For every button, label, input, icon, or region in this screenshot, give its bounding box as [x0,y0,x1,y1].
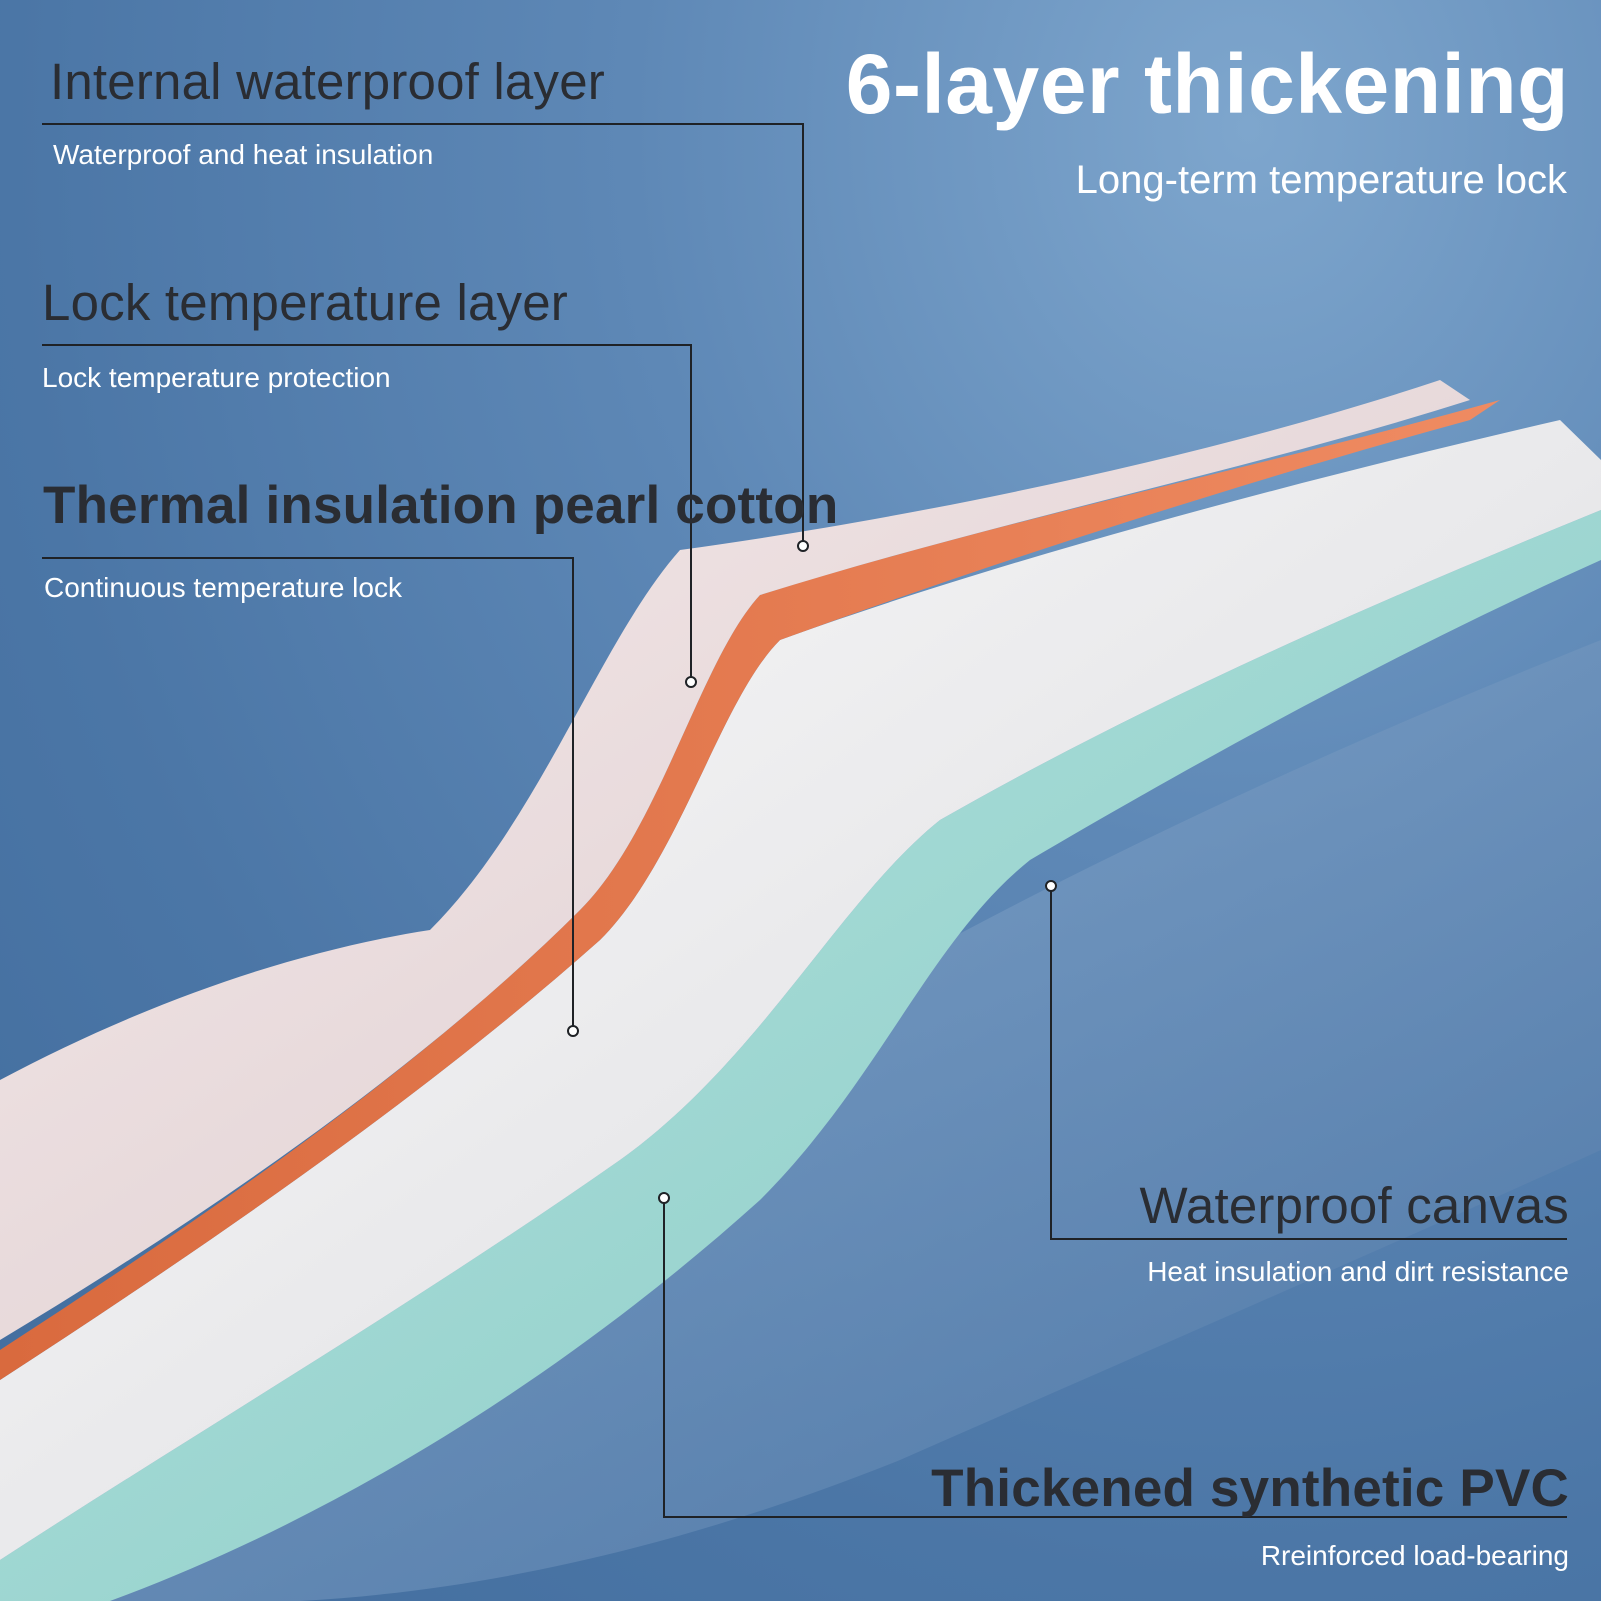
page-subtitle: Long-term temperature lock [1075,158,1567,202]
page-title: 6-layer thickening [845,37,1569,131]
callout-internal-waterproof [42,123,804,546]
callout-dots [567,540,1057,1204]
callout-pearl-cotton [42,557,574,1031]
layer-internal-waterproof [0,380,1470,1340]
layer-canvas [0,510,1601,1601]
callout-lock-temperature [42,344,692,682]
layer-subtitle-canvas: Heat insulation and dirt resistance [1147,1256,1569,1287]
callout-lines [42,123,1567,1518]
layer-subtitle-pvc: Rreinforced load-bearing [1260,1540,1569,1571]
layer-subtitle-lock-temperature: Lock temperature protection [42,362,391,393]
layer-title-pearl-cotton: Thermal insulation pearl cotton [43,476,839,535]
callout-pvc [663,1198,1567,1518]
layer-title-pvc: Thickened synthetic PVC [931,1459,1569,1518]
layer-title-canvas: Waterproof canvas [1139,1177,1569,1234]
layer-title-internal-waterproof: Internal waterproof layer [50,53,605,110]
callout-canvas [1050,886,1567,1240]
layer-title-lock-temperature: Lock temperature layer [42,274,568,331]
layer-subtitle-pearl-cotton: Continuous temperature lock [44,572,402,603]
layer-subtitle-internal-waterproof: Waterproof and heat insulation [53,139,434,170]
layer-pearl-cotton [0,420,1601,1560]
